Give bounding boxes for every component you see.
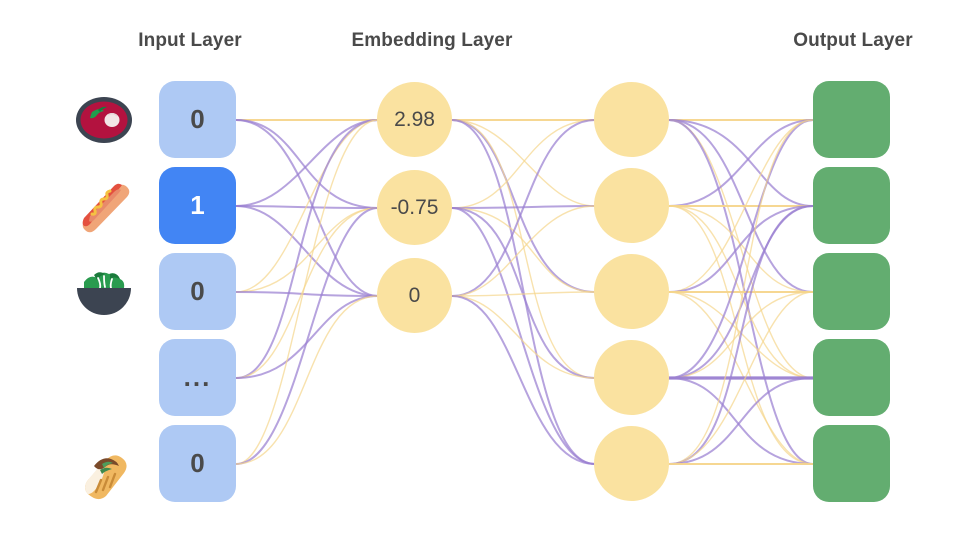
input-node-5[interactable]: 0 [159,425,236,502]
hidden-node-3[interactable] [594,254,669,329]
embedding-node-1[interactable]: 2.98 [377,82,452,157]
hidden-node-4[interactable] [594,340,669,415]
output-node-3[interactable] [813,253,890,330]
hidden-node-1[interactable] [594,82,669,157]
input-node-2[interactable]: 1 [159,167,236,244]
salad-bowl-icon [72,260,136,324]
output-node-2[interactable] [813,167,890,244]
input-node-2-value: 1 [190,190,205,220]
input-node-3-value: 0 [190,276,205,306]
embedding-node-1-value: 2.98 [394,107,435,131]
output-node-4[interactable] [813,339,890,416]
input-node-4[interactable]: ... [159,339,236,416]
layer-title-embedding: Embedding Layer [351,30,513,51]
output-node-1[interactable] [813,81,890,158]
input-node-4-value: ... [183,361,212,392]
embedding-node-3[interactable]: 0 [377,258,452,333]
output-node-5[interactable] [813,425,890,502]
burrito-icon [72,444,136,508]
layer-title-output: Output Layer [793,30,913,51]
embedding-node-3-value: 0 [408,283,421,307]
hot-dog-icon [72,174,136,238]
input-node-3[interactable]: 0 [159,253,236,330]
input-node-1-value: 0 [190,104,205,134]
hidden-node-2[interactable] [594,168,669,243]
input-node-1[interactable]: 0 [159,81,236,158]
soup-bowl-icon [72,88,136,152]
input-node-5-value: 0 [190,448,205,478]
embedding-node-2-value: -0.75 [390,195,439,219]
layer-title-input: Input Layer [138,30,242,51]
embedding-node-2[interactable]: -0.75 [377,170,452,245]
hidden-node-5[interactable] [594,426,669,501]
